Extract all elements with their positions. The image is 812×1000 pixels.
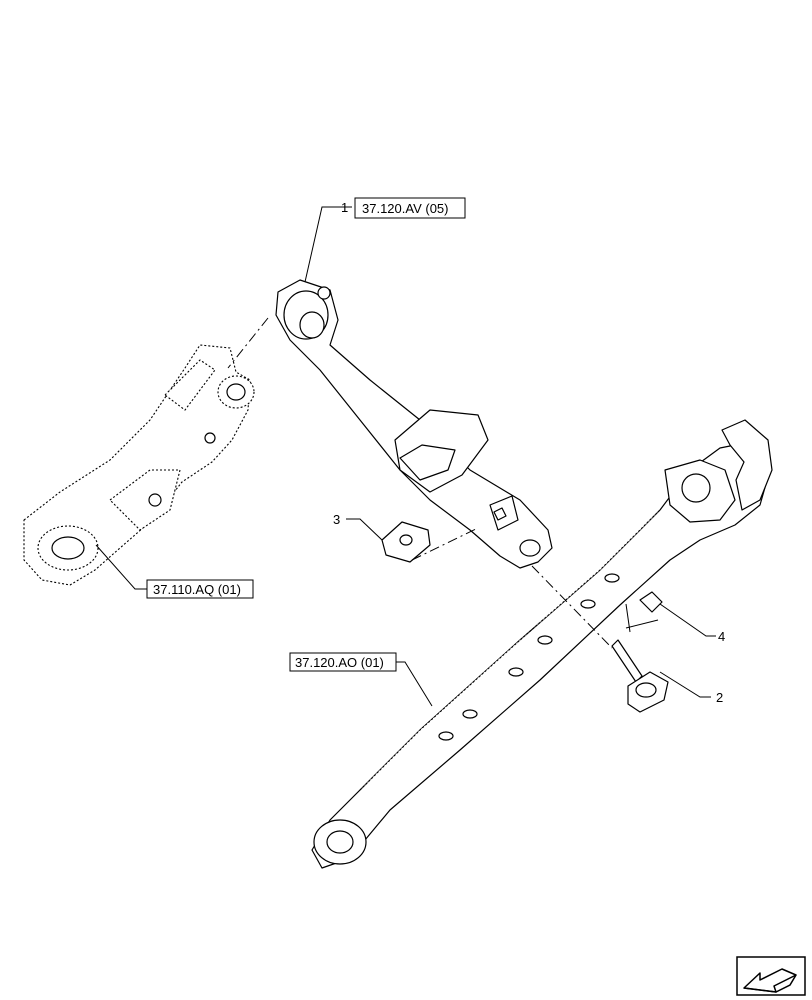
arrow-navigation-icon[interactable] xyxy=(736,956,806,996)
ref-box-lift-arm[interactable]: 37.110.AQ (01) xyxy=(146,579,254,599)
pin-part-2 xyxy=(611,639,669,713)
callout-leaders xyxy=(95,206,716,707)
callout-2: 2 xyxy=(716,690,723,705)
callout-3: 3 xyxy=(333,512,340,527)
ref-label-top-link: 37.120.AV (05) xyxy=(362,201,448,216)
alignment-lines xyxy=(227,317,613,649)
top-link-part xyxy=(275,279,553,569)
lower-link-part xyxy=(311,419,773,869)
ref-label-lower-link: 37.120.AO (01) xyxy=(295,655,384,670)
ref-box-lower-link[interactable]: 37.120.AO (01) xyxy=(289,652,397,672)
ref-label-lift-arm: 37.110.AQ (01) xyxy=(153,582,241,597)
callout-1: 1 xyxy=(341,200,348,215)
lift-arm-ghost xyxy=(23,344,255,586)
block-part-3 xyxy=(381,521,431,563)
clip-part-4 xyxy=(625,591,663,633)
callout-4: 4 xyxy=(718,629,725,644)
ref-box-top-link[interactable]: 37.120.AV (05) xyxy=(354,197,466,219)
